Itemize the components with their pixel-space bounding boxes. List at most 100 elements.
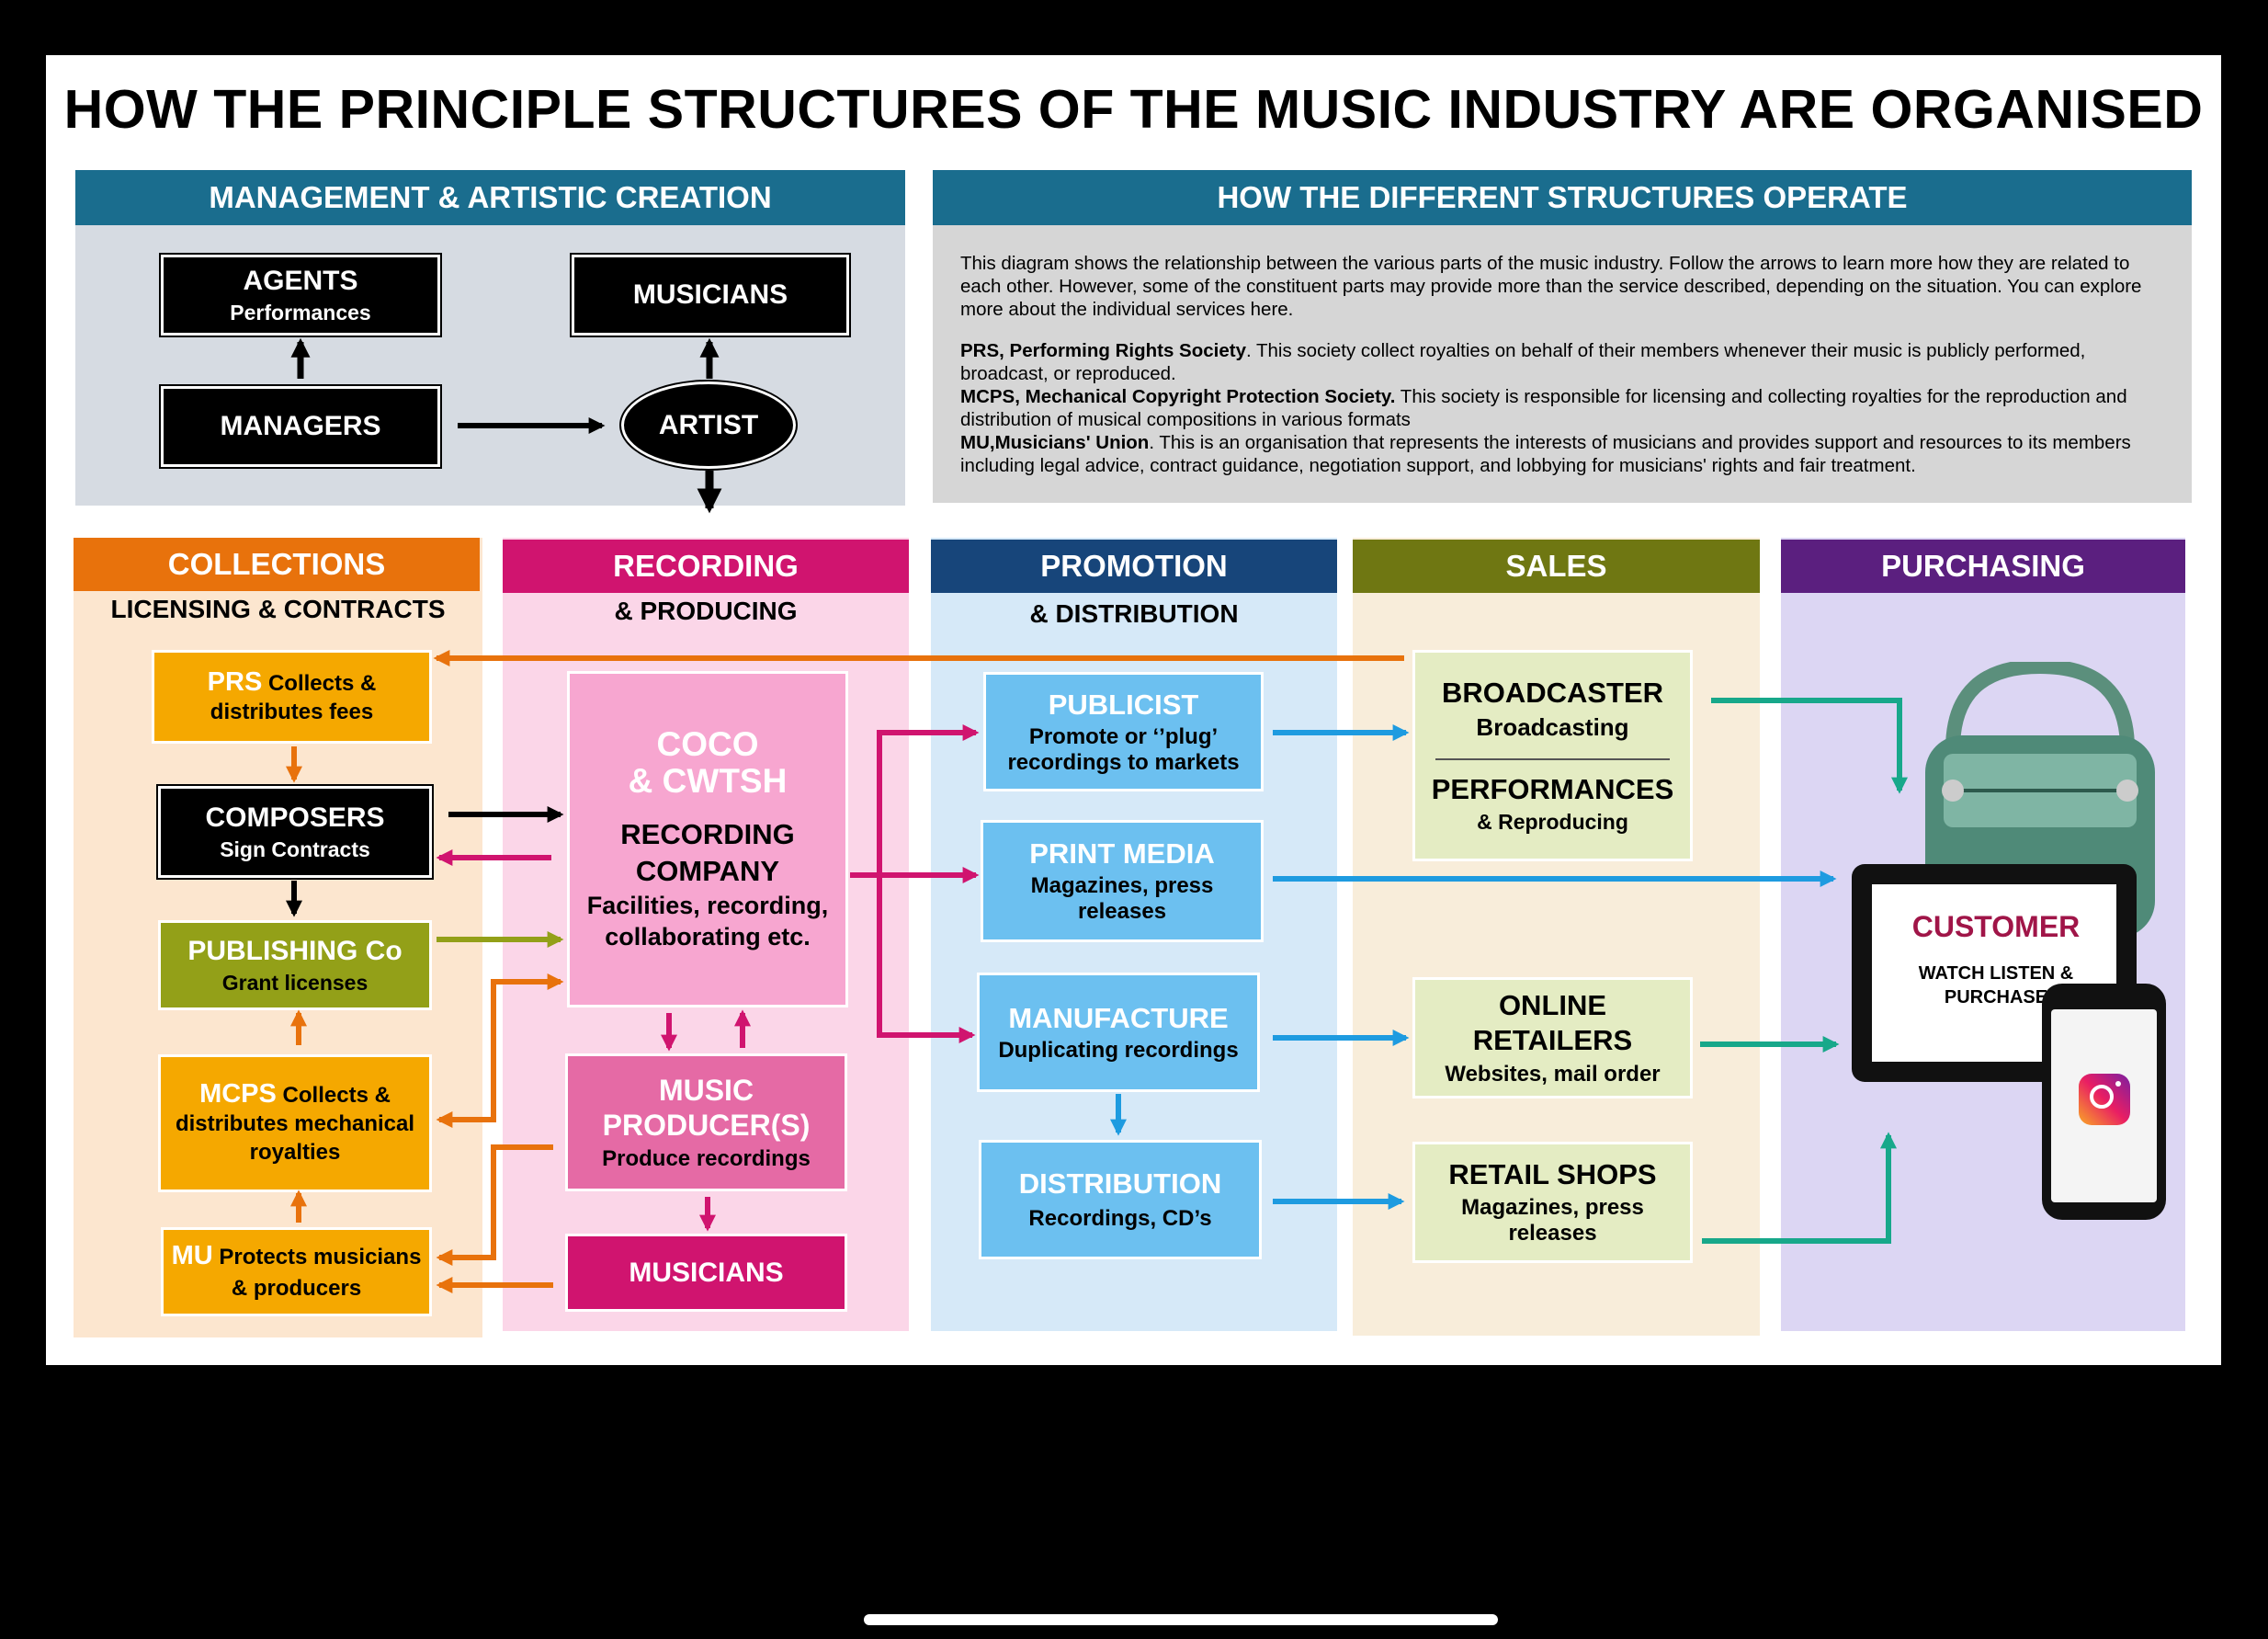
agents-sub: Performances <box>230 300 371 324</box>
prs-definition: PRS, Performing Rights Society. This soc… <box>960 339 2169 385</box>
performances-sub: & Reproducing <box>1477 810 1628 834</box>
artist-label: ARTIST <box>658 409 759 440</box>
publishing-box: PUBLISHING Co Grant licenses <box>158 920 432 1010</box>
publishing-sub: Grant licenses <box>221 970 369 995</box>
broadcaster-sub: Broadcasting <box>1476 713 1629 741</box>
mu-text-2: & producers <box>231 1275 362 1301</box>
retail-title: RETAIL SHOPS <box>1448 1158 1657 1190</box>
promotion-header: PROMOTION <box>931 540 1337 593</box>
performances-title: PERFORMANCES <box>1431 773 1674 805</box>
mcps-line-1: MCPS Collects & <box>199 1080 391 1110</box>
customer-label: CUSTOMER <box>1911 910 2081 943</box>
broadcaster-title: BROADCASTER <box>1441 677 1664 709</box>
recording-company-box: COCO & CWTSH RECORDING COMPANY Facilitie… <box>567 671 848 1007</box>
recording-subheader: & PRODUCING <box>614 597 798 625</box>
operate-definitions: PRS, Performing Rights Society. This soc… <box>960 339 2169 477</box>
mu-definition: MU,Musicians' Union. This is an organisa… <box>960 431 2169 477</box>
distribution-box: DISTRIBUTION Recordings, CD’s <box>979 1140 1262 1259</box>
online-line-2: RETAILERS <box>1472 1024 1633 1056</box>
prs-acronym: PRS <box>207 666 263 697</box>
promotion-subheader: & DISTRIBUTION <box>1029 599 1239 628</box>
arrow-icon <box>850 724 980 878</box>
sales-header: SALES <box>1353 540 1760 593</box>
mcps-box: MCPS Collects & distributes mechanical r… <box>158 1054 432 1192</box>
mu-box: MU Protects musicians & producers <box>161 1227 432 1316</box>
prs-text-1: Collects & <box>267 670 377 696</box>
retail-line-2: releases <box>1508 1221 1597 1246</box>
managers-label: MANAGERS <box>220 411 381 441</box>
mu-line-1: MU Protects musicians <box>172 1240 422 1273</box>
mu-text: . This is an organisation that represent… <box>960 432 2131 476</box>
mcps-text-2: distributes mechanical <box>175 1111 415 1136</box>
print-media-box: PRINT MEDIA Magazines, press releases <box>981 820 1264 942</box>
publicist-line-1: Promote or ‘’plug’ <box>1028 723 1219 749</box>
mcps-definition: MCPS, Mechanical Copyright Protection So… <box>960 385 2169 431</box>
managers-box: MANAGERS <box>159 384 442 469</box>
online-line-1: ONLINE <box>1498 989 1607 1021</box>
print-media-title: PRINT MEDIA <box>1029 837 1215 870</box>
distribution-title: DISTRIBUTION <box>1018 1167 1222 1200</box>
home-indicator[interactable] <box>864 1614 1498 1625</box>
instagram-icon <box>2079 1074 2130 1125</box>
retail-line-1: Magazines, press <box>1461 1195 1644 1220</box>
operate-header: HOW THE DIFFERENT STRUCTURES OPERATE <box>933 170 2192 225</box>
retail-shops-box: RETAIL SHOPS Magazines, press releases <box>1412 1142 1693 1263</box>
phone-icon <box>2042 984 2166 1220</box>
manufacture-sub: Duplicating recordings <box>998 1037 1239 1063</box>
mu-text-1: Protects musicians <box>219 1244 422 1269</box>
musicians-bottom-box: MUSICIANS <box>565 1234 847 1312</box>
mcps-text-1: Collects & <box>282 1083 391 1108</box>
mcps-text: This society is responsible for licensin… <box>960 386 2127 430</box>
arrow-icon <box>877 875 976 1043</box>
distribution-sub: Recordings, CD’s <box>1028 1206 1212 1231</box>
prs-term: PRS, Performing Rights Society <box>960 340 1246 361</box>
recording-header: RECORDING <box>503 540 909 593</box>
agents-box: AGENTS Performances <box>159 253 442 337</box>
mu-acronym: MU <box>171 1240 213 1270</box>
publicist-title: PUBLICIST <box>1048 688 1199 721</box>
producer-line-2: PRODUCER(S) <box>602 1109 811 1142</box>
customer-sub-1: WATCH LISTEN & <box>1918 963 2074 984</box>
company-line-2: COMPANY <box>635 855 780 887</box>
company-line-4: collaborating etc. <box>605 923 811 950</box>
producer-sub: Produce recordings <box>602 1146 811 1171</box>
operate-intro: This diagram shows the relationship betw… <box>960 253 2142 320</box>
mcps-term: MCPS, Mechanical Copyright Protection So… <box>960 386 1396 407</box>
online-sub: Websites, mail order <box>1445 1062 1661 1087</box>
mu-term: MU,Musicians' Union <box>960 432 1150 453</box>
artist-ellipse: ARTIST <box>619 380 798 471</box>
manufacture-box: MANUFACTURE Duplicating recordings <box>977 973 1260 1092</box>
musicians-top-box: MUSICIANS <box>570 253 851 337</box>
management-header: MANAGEMENT & ARTISTIC CREATION <box>75 170 905 225</box>
coco-line-2: & CWTSH <box>628 762 788 800</box>
coco-line-1: COCO <box>656 725 759 763</box>
music-producer-box: MUSIC PRODUCER(S) Produce recordings <box>565 1053 847 1191</box>
prs-text-2: distributes fees <box>210 699 374 724</box>
arrow-icon <box>1702 1132 1897 1244</box>
composers-title: COMPOSERS <box>205 802 385 833</box>
prs-line-1: PRS Collects & <box>207 666 377 698</box>
arrow-icon <box>436 973 564 1128</box>
print-media-line-2: releases <box>1077 899 1167 924</box>
broadcaster-divider <box>1435 758 1670 760</box>
composers-box: COMPOSERS Sign Contracts <box>156 784 434 880</box>
mcps-acronym: MCPS <box>199 1079 277 1109</box>
prs-text: . This society collect royalties on beha… <box>960 340 2086 384</box>
arrow-icon <box>436 1144 553 1266</box>
arrow-icon <box>1711 698 1908 794</box>
mcps-text-3: royalties <box>249 1140 341 1165</box>
publicist-box: PUBLICIST Promote or ‘’plug’ recordings … <box>983 672 1264 791</box>
publishing-title: PUBLISHING Co <box>187 935 403 966</box>
producer-line-1: MUSIC <box>658 1074 754 1107</box>
operate-panel <box>933 170 2192 503</box>
print-media-line-1: Magazines, press <box>1030 873 1214 898</box>
company-line-1: RECORDING <box>620 818 795 850</box>
company-line-3: Facilities, recording, <box>586 892 829 919</box>
customer-sub-2: PURCHASE <box>1944 987 2048 1007</box>
broadcaster-box: BROADCASTER Broadcasting PERFORMANCES & … <box>1412 650 1693 861</box>
online-retailers-box: ONLINE RETAILERS Websites, mail order <box>1412 977 1693 1098</box>
agents-title: AGENTS <box>243 265 358 296</box>
collections-subheader: LICENSING & CONTRACTS <box>110 595 446 623</box>
musicians-bottom-label: MUSICIANS <box>629 1257 784 1288</box>
